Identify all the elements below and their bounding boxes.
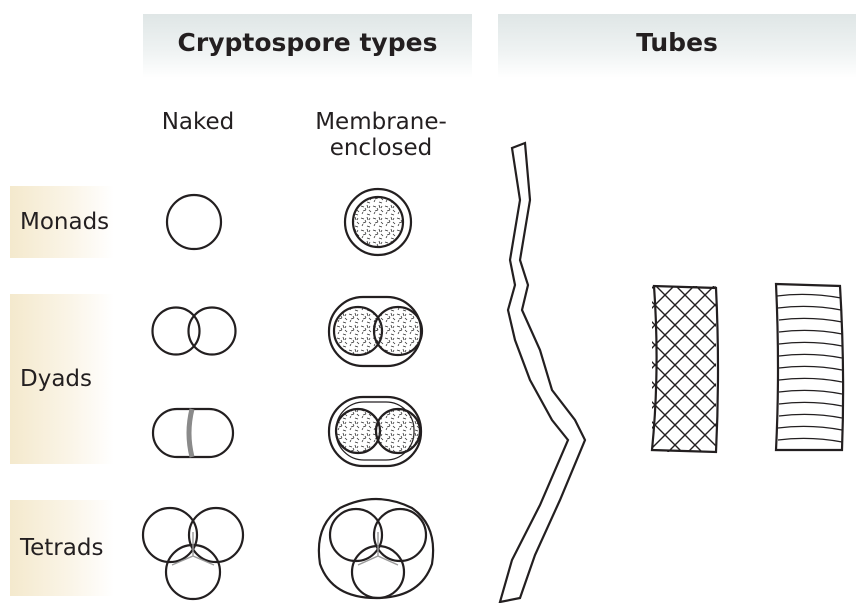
membrane-dyad bbox=[329, 297, 422, 366]
membrane-tetrad bbox=[319, 499, 433, 598]
membrane-dyad-2 bbox=[329, 397, 421, 466]
crosshatch-tube bbox=[640, 210, 730, 500]
membrane-monad bbox=[345, 189, 411, 255]
naked-monad bbox=[167, 195, 221, 249]
long-tube bbox=[500, 143, 585, 602]
naked-tetrad bbox=[143, 508, 243, 599]
banded-tube bbox=[776, 284, 843, 450]
naked-dyad-septum bbox=[153, 409, 233, 457]
naked-dyad bbox=[153, 308, 236, 355]
